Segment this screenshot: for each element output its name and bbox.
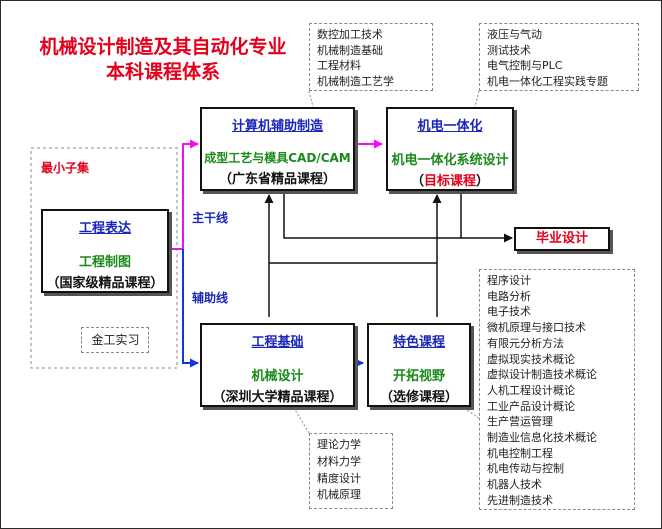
list-item: 机电一体化工程实践专题 (487, 75, 608, 89)
list-item: 电子技术 (487, 305, 531, 319)
mecha-course: 机电一体化系统设计 (391, 153, 509, 168)
eng-basic-box: 工程基础 机械设计 （深圳大学精品课程） (200, 323, 355, 407)
title-line-1: 机械设计制造及其自动化专业 (39, 36, 287, 58)
special-box: 特色课程 开拓视野 （选修课程） (367, 323, 471, 407)
cad-note: （广东省精品课程） (218, 172, 336, 187)
list-item: 液压与气动 (487, 28, 542, 41)
elective-topic-list: 程序设计 电路分析 电子技术 微机原理与接口技术 有限元分析方法 虚拟现实技术概… (479, 269, 635, 510)
aux-line-label: 辅助线 (192, 291, 229, 305)
eng-expr-course: 工程制图 (78, 255, 131, 270)
aux-line-arrow (182, 249, 199, 368)
basic-topic-list: 理论力学 材料力学 精度设计 机械原理 (309, 433, 393, 509)
list-item: 虚拟现实技术概论 (487, 352, 575, 366)
list-item: 工业产品设计概论 (487, 399, 575, 413)
eng-basic-note: （深圳大学精品课程） (212, 390, 343, 405)
list-item: 虚拟设计制造技术概论 (487, 368, 597, 382)
list-item: 微机原理与接口技术 (487, 321, 586, 335)
eng-basic-header: 工程基础 (251, 335, 304, 350)
list-item: 电气控制与PLC (487, 59, 563, 73)
list-item: 制造业信息化技术概论 (487, 431, 597, 445)
mecha-box: 机电一体化 机电一体化系统设计 （目标课程） (386, 107, 514, 191)
mecha-note: （目标课程） (410, 174, 490, 189)
basic-topics-pointer (290, 402, 310, 434)
mecha-topics-pointer (474, 90, 480, 108)
eng-expr-note: （国家级精品课程） (46, 276, 164, 291)
min-subset-label: 最小子集 (41, 161, 90, 175)
mecha-header: 机电一体化 (417, 119, 483, 134)
cad-header: 计算机辅助制造 (231, 119, 323, 134)
special-note: （选修课程） (379, 390, 458, 405)
thesis-box: 毕业设计 (514, 227, 610, 251)
main-line-arrow (167, 139, 199, 250)
list-item: 机械原理 (317, 488, 361, 502)
workshop-box: 金工实习 (81, 327, 149, 353)
special-header: 特色课程 (392, 335, 445, 350)
list-item: 机器人技术 (487, 478, 542, 492)
list-item: 材料力学 (317, 454, 361, 468)
min-subset-frame (30, 147, 178, 369)
cad-course: 成型工艺与模具CAD/CAM (204, 151, 351, 165)
list-item: 精度设计 (317, 471, 361, 485)
list-item: 有限元分析方法 (487, 336, 564, 350)
eng-basic-course: 机械设计 (251, 369, 304, 384)
list-item: 电路分析 (487, 289, 531, 303)
list-item: 机电传动与控制 (487, 462, 564, 476)
cad-topic-list: 数控加工技术 机械制造基础 工程材料 机械制造工艺学 (309, 23, 433, 91)
eng-expr-box: 工程表达 工程制图 （国家级精品课程） (41, 209, 169, 293)
eng-expr-header: 工程表达 (78, 221, 131, 236)
list-item: 数控加工技术 (317, 28, 383, 41)
main-line-label: 主干线 (192, 211, 229, 225)
mecha-topic-list: 液压与气动 测试技术 电气控制与PLC 机电一体化工程实践专题 (479, 23, 639, 91)
diagram-title: 机械设计制造及其自动化专业 本科课程体系 (13, 35, 313, 85)
list-item: 机电控制工程 (487, 446, 553, 460)
list-item: 工程材料 (317, 59, 361, 73)
list-item: 生产营运管理 (487, 415, 553, 429)
list-item: 机械制造工艺学 (317, 75, 394, 89)
cad-topics-pointer (308, 90, 314, 108)
cad-box: 计算机辅助制造 成型工艺与模具CAD/CAM （广东省精品课程） (200, 107, 355, 191)
list-item: 机械制造基础 (317, 43, 383, 57)
list-item: 人机工程设计概论 (487, 383, 575, 397)
title-line-2: 本科课程体系 (105, 61, 220, 83)
list-item: 程序设计 (487, 274, 531, 287)
list-item: 理论力学 (317, 438, 361, 451)
special-course: 开拓视野 (392, 369, 445, 384)
cad-to-thesis-arrow (283, 189, 513, 243)
list-item: 测试技术 (487, 43, 531, 57)
list-item: 先进制造技术 (487, 493, 553, 507)
target-course-label: 目标课程 (423, 174, 476, 189)
